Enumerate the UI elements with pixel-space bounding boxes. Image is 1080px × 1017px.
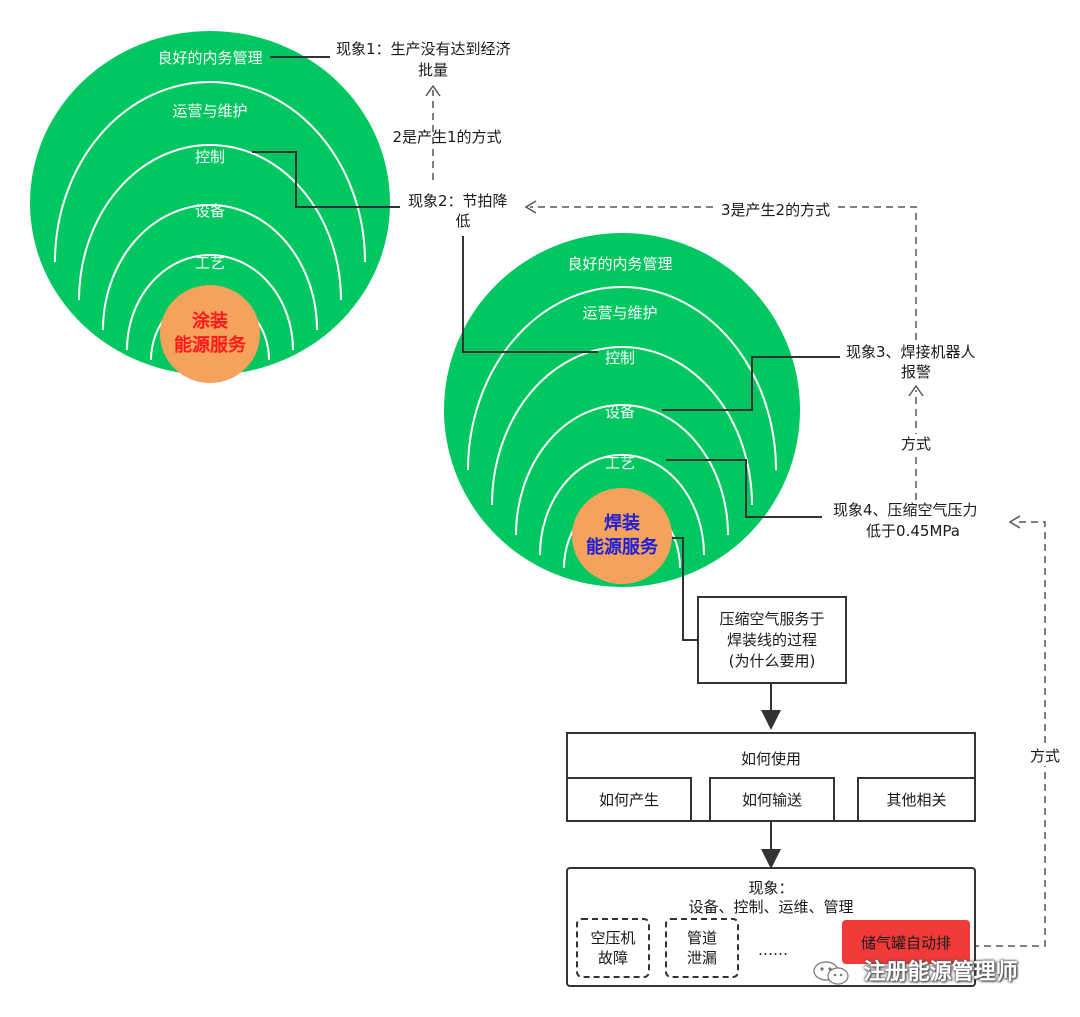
connector-left-control-to-phen2 (252, 151, 400, 208)
process-box: 压缩空气服务于 焊装线的过程 (为什么要用) (697, 596, 847, 684)
phenomenon-4-line2: 低于0.45MPa (866, 522, 960, 540)
dashed-phen3-to-phen2 (530, 206, 917, 340)
pipe-leak-line2: 泄漏 (686, 949, 717, 967)
solid-connectors (252, 56, 840, 869)
phenomenon-3-line2: 报警 (900, 363, 932, 381)
relation-4-to-3: 方式 (897, 434, 935, 454)
phenomena-ellipsis: …… (758, 941, 788, 959)
usage-item-other: 其他相关 (857, 777, 976, 822)
phenomenon-2-line1: 现象2：节拍降 (408, 192, 508, 210)
right-ring-label-process: 工艺 (604, 454, 636, 472)
phenomena-title-line1: 现象： (748, 879, 794, 897)
right-ring-label-operation: 运营与维护 (582, 304, 658, 322)
relation-side: 方式 (1027, 746, 1063, 766)
left-ring-arc-3 (102, 204, 318, 331)
compressor-fault-line2: 故障 (597, 949, 628, 967)
left-core-circle: 涂装 能源服务 (160, 285, 260, 383)
left-ring-label-process: 工艺 (194, 254, 226, 272)
left-ring-label-equipment: 设备 (194, 202, 226, 220)
relation-3-to-2: 3是产生2的方式 (718, 200, 834, 220)
relation-2-to-1: 2是产生1的方式 (392, 128, 502, 146)
wechat-icon (813, 961, 849, 985)
left-ring-label-operation: 运营与维护 (172, 102, 248, 120)
right-ring-label-control: 控制 (604, 349, 636, 367)
phenomenon-compressor-fault: 空压机 故障 (576, 918, 650, 978)
left-core-line2: 能源服务 (174, 335, 246, 356)
left-ring-label-control: 控制 (194, 148, 226, 166)
right-ring-arc-4 (539, 454, 705, 556)
open-arrowheads (425, 84, 1021, 529)
usage-item-other-label: 其他相关 (886, 791, 947, 809)
phenomenon-2-line2: 低 (455, 212, 471, 230)
phenomena-title-line2: 设备、控制、运维、管理 (688, 898, 854, 916)
left-outer-circle (30, 31, 390, 375)
alert-tank-label: 储气罐自动排 (860, 933, 951, 952)
right-core-line1: 焊装 (604, 513, 640, 534)
usage-box-title: 如何使用 (740, 750, 801, 768)
watermark: 注册能源管理师 (812, 954, 1018, 987)
right-ring-arc-3 (515, 404, 729, 536)
connector-core-to-process-box (671, 537, 697, 641)
phenomenon-4-line1: 现象4、压缩空气压力 (833, 501, 978, 519)
chevron-left-icon (1008, 515, 1021, 529)
right-ring-arc-1 (467, 286, 777, 471)
left-ring-arc-2 (78, 144, 342, 301)
usage-item-transport: 如何输送 (709, 777, 835, 822)
connector-right-process-to-phen4 (666, 459, 822, 518)
right-core-line2: 能源服务 (586, 537, 658, 558)
left-core-line1: 涂装 (192, 311, 228, 332)
usage-item-transport-label: 如何输送 (741, 791, 802, 809)
process-box-line3: (为什么要用) (728, 651, 816, 670)
phenomenon-1-line1: 现象1：生产没有达到经济 (336, 40, 511, 58)
chevron-up-icon (908, 384, 924, 397)
right-ring-label-equipment: 设备 (604, 403, 636, 421)
left-ring-arc-1 (54, 81, 366, 263)
right-onion-diagram (444, 233, 800, 587)
compressor-fault-line1: 空压机 (590, 929, 636, 947)
right-core-circle: 焊装 能源服务 (572, 488, 672, 584)
phenomenon-3-line1: 现象3、焊接机器人 (846, 343, 976, 361)
right-ring-arc-2 (491, 346, 753, 506)
phenomenon-pipe-leak: 管道 泄漏 (665, 918, 739, 978)
alert-tank-auto-drain: 储气罐自动排 (842, 920, 970, 964)
chevron-left-icon (524, 200, 537, 214)
usage-item-produce: 如何产生 (566, 777, 692, 822)
process-box-line2: 焊装线的过程 (726, 630, 817, 649)
pipe-leak-line1: 管道 (686, 929, 717, 947)
dashed-alert-to-phen4 (972, 521, 1046, 947)
phenomenon-1-line2: 批量 (417, 61, 449, 79)
usage-item-produce-label: 如何产生 (598, 791, 659, 809)
chevron-up-icon (425, 84, 441, 97)
right-ring-label-housekeeping: 良好的内务管理 (567, 255, 673, 273)
left-ring-arc-4 (126, 254, 294, 351)
phenomena-box-title: 现象： 设备、控制、运维、管理 (688, 879, 853, 917)
connector-right-equipment-to-phen3 (662, 356, 840, 411)
left-onion-diagram (30, 31, 390, 375)
watermark-text: 注册能源管理师 (863, 960, 1018, 985)
process-box-line1: 压缩空气服务于 (719, 609, 825, 628)
connector-phen2-to-right-control (462, 236, 598, 353)
left-ring-label-housekeeping: 良好的内务管理 (157, 49, 263, 67)
